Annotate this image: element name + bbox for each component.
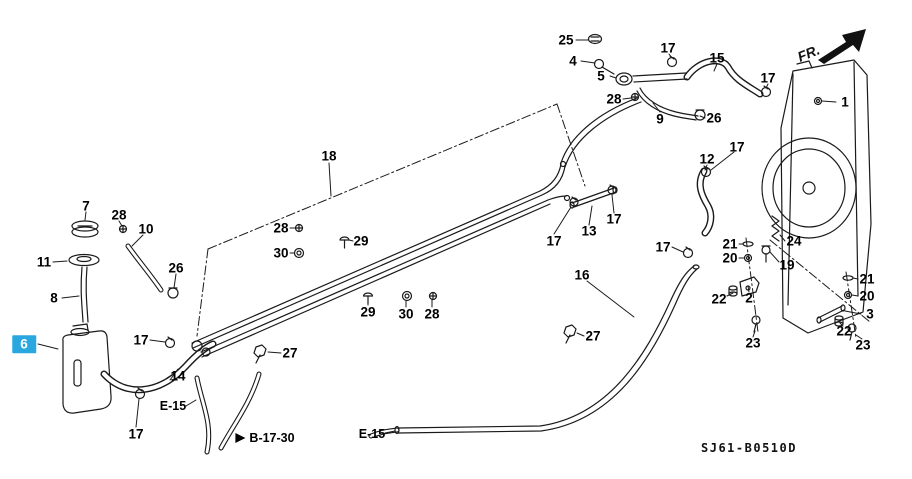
housing-5 [615,72,633,86]
ref-label-e-15: E-15 [160,399,186,413]
part-label-24[interactable]: 24 [786,233,802,249]
part-label-2[interactable]: 2 [745,290,753,306]
tank-tube [80,266,84,323]
part-label-25[interactable]: 25 [558,32,574,48]
clamp-26 [694,109,706,121]
part-label-19[interactable]: 19 [779,257,795,273]
part-label-3[interactable]: 3 [866,306,874,322]
part-label-17[interactable]: 17 [660,40,676,56]
part-label-29[interactable]: 29 [353,233,369,249]
part-label-17[interactable]: 17 [546,233,562,249]
bolt-23 [751,315,761,333]
part-label-28[interactable]: 28 [111,207,127,223]
clip-17 [134,387,146,400]
part-label-26[interactable]: 26 [168,260,184,276]
clip-17 [164,336,176,349]
part-label-26[interactable]: 26 [706,110,722,126]
screw-28 [630,92,640,102]
part-label-12[interactable]: 12 [699,151,715,167]
spring-24 [771,215,780,242]
ref-label-e-15: E-15 [359,427,385,441]
diagram-code: SJ61-B0510D [701,441,797,455]
collar-22 [834,315,844,327]
part-label-21[interactable]: 21 [859,271,875,287]
part-label-18[interactable]: 18 [321,148,337,164]
part-label-17[interactable]: 17 [606,211,622,227]
part-label-22[interactable]: 22 [836,323,852,339]
joint-4 [593,58,615,75]
clip-17 [682,246,694,259]
part-label-17[interactable]: 17 [760,70,776,86]
part-label-30[interactable]: 30 [398,306,414,322]
ref-label-text: B-17-30 [249,431,295,445]
pipes-group [191,72,846,435]
part-label-30[interactable]: 30 [273,245,289,261]
part-label-23[interactable]: 23 [745,335,761,351]
part-label-16[interactable]: 16 [574,267,590,283]
part-label-17[interactable]: 17 [128,426,144,442]
tank-cap [71,220,99,232]
construction-lines [196,103,871,339]
collar-22 [728,285,738,297]
part-label-8[interactable]: 8 [50,290,58,306]
part-label-29[interactable]: 29 [360,304,376,320]
part-label-28[interactable]: 28 [273,220,289,236]
part-label-11[interactable]: 11 [36,254,52,270]
fr-arrow: FR. [795,29,866,65]
part-label-15[interactable]: 15 [709,50,725,66]
reserve-tank [62,330,112,414]
bolt-23 [847,323,857,341]
part-label-4[interactable]: 4 [569,53,577,69]
radiator-fan-shroud [761,137,857,239]
ref-label-b-17-30[interactable]: B-17-30 [235,431,295,445]
part-label-17[interactable]: 17 [133,332,149,348]
part-label-21[interactable]: 21 [722,236,738,252]
part-label-28[interactable]: 28 [424,306,440,322]
part-label-22[interactable]: 22 [711,291,727,307]
part-label-5[interactable]: 5 [597,68,605,84]
bolt-27 [253,344,267,364]
part-label-10[interactable]: 10 [138,221,154,237]
part-label-14[interactable]: 14 [170,368,186,384]
part-label-17[interactable]: 17 [729,139,745,155]
drain-cock-19 [761,245,771,263]
leader-lines [37,39,863,434]
part-label-23[interactable]: 23 [855,337,871,353]
hoses-group [100,57,764,455]
ref-label-text: E-15 [159,399,187,413]
bolt-27 [563,324,577,344]
part-label-7[interactable]: 7 [82,198,90,214]
screw-28 [118,224,128,234]
part-label-20[interactable]: 20 [859,288,875,304]
tank-gasket [68,253,100,267]
jump-arrow-icon [235,433,246,443]
part-label-28[interactable]: 28 [606,91,622,107]
part-label-27[interactable]: 27 [282,345,298,361]
clip-17 [607,184,617,195]
part-label-20[interactable]: 20 [722,250,738,266]
part-label-17[interactable]: 17 [655,239,671,255]
clip-17 [569,196,579,207]
reserve-tank-group [62,220,112,414]
screw-28 [428,291,438,301]
fr-text: FR. [795,41,822,64]
clamp-26 [167,287,179,299]
grommet-30 [401,290,413,302]
part-label-6-selected[interactable]: 6 [12,335,36,353]
part-label-1[interactable]: 1 [841,94,849,110]
part-label-27[interactable]: 27 [585,328,601,344]
cap-25 [587,33,603,45]
part-label-13[interactable]: 13 [581,223,597,239]
ref-label-text: E-15 [358,427,386,441]
part-label-9[interactable]: 9 [656,111,664,127]
